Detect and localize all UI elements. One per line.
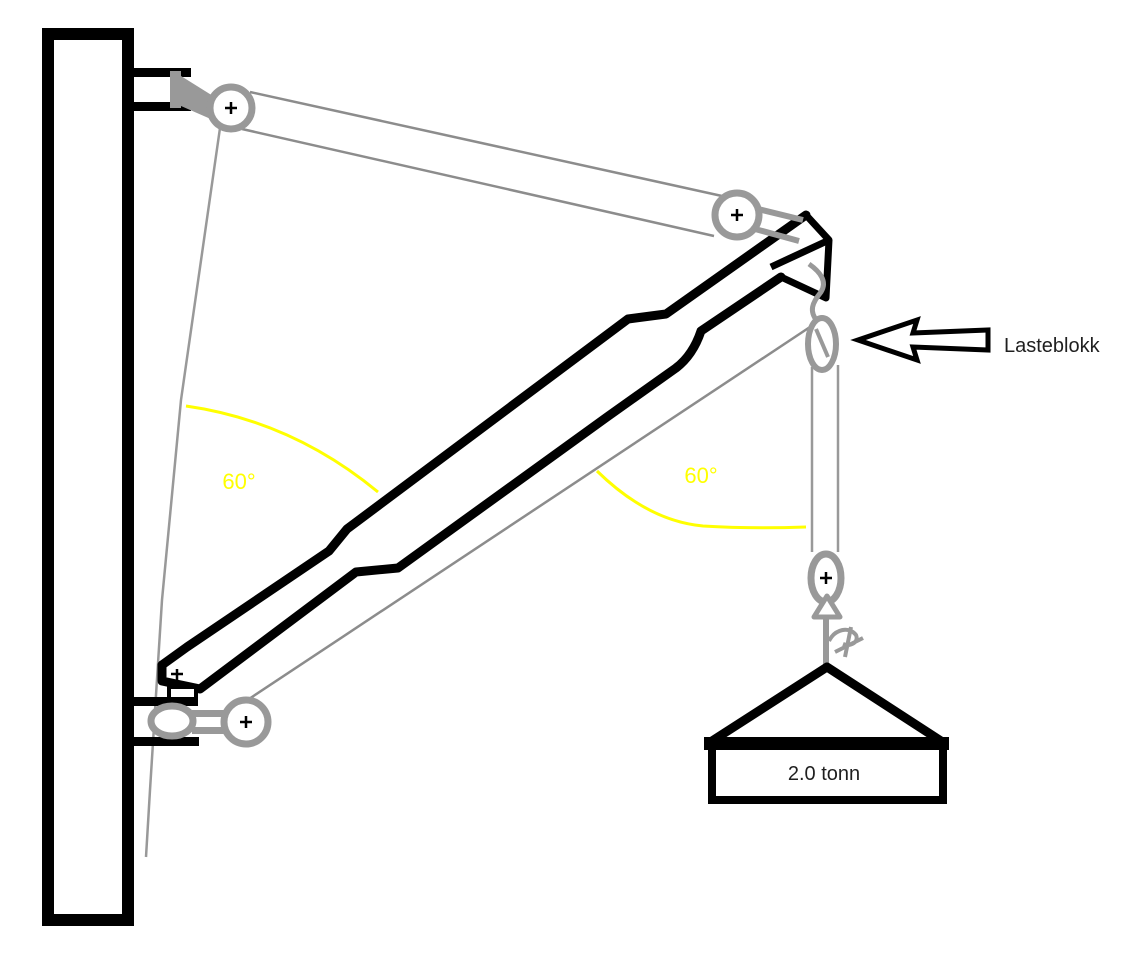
tip-hook-icon <box>807 261 826 323</box>
luffing-wire-top <box>249 90 723 198</box>
mast-top-bracket-lower-bar <box>132 102 191 111</box>
boom-tip-pulley-center-mark-icon <box>731 209 743 221</box>
left-arrow-icon <box>850 316 991 364</box>
mast-top-pulley-center-mark-icon <box>225 102 237 114</box>
load-weight-label: 2.0 tonn <box>788 763 860 785</box>
base-link-bar-lower <box>192 727 225 734</box>
load-sling <box>707 662 946 746</box>
boom-tip-plate-brace <box>769 237 829 271</box>
load-block-center-mark-icon <box>820 572 832 584</box>
load-block-upper-sheave-tick <box>814 328 830 358</box>
mast <box>42 28 134 926</box>
angle-left-arc <box>185 404 379 494</box>
mast-base-bracket-upper-bar <box>124 697 198 706</box>
boom-foot-pivot-mark-icon <box>171 669 183 680</box>
load-hook-icon <box>827 626 864 658</box>
boom-bottom-edge <box>157 272 786 694</box>
top-bracket-post <box>170 71 181 108</box>
angle-right-arc <box>595 469 807 530</box>
mast-base-bracket-lower-bar <box>124 737 199 746</box>
base-shackle <box>147 702 197 740</box>
luffing-wire-bottom <box>241 127 715 238</box>
tip-pulley-link-upper <box>757 206 804 223</box>
boom-tip-plate <box>779 212 833 302</box>
lasteblokk-label: Lasteblokk <box>1004 335 1101 357</box>
tip-pulley-link-lower <box>754 226 800 244</box>
load-box-top-plate <box>704 737 949 750</box>
hoist-wire <box>248 323 814 701</box>
angle-right-label: 60° <box>684 463 717 488</box>
mast-top-bracket-upper-bar <box>132 68 191 77</box>
base-link-bar-upper <box>192 710 225 717</box>
base-pulley-center-mark-icon <box>240 716 252 728</box>
boom-top-edge <box>157 210 811 670</box>
top-bracket-link <box>181 76 213 120</box>
angle-left-label: 60° <box>222 469 255 494</box>
luffing-fall-wire <box>144 127 222 858</box>
